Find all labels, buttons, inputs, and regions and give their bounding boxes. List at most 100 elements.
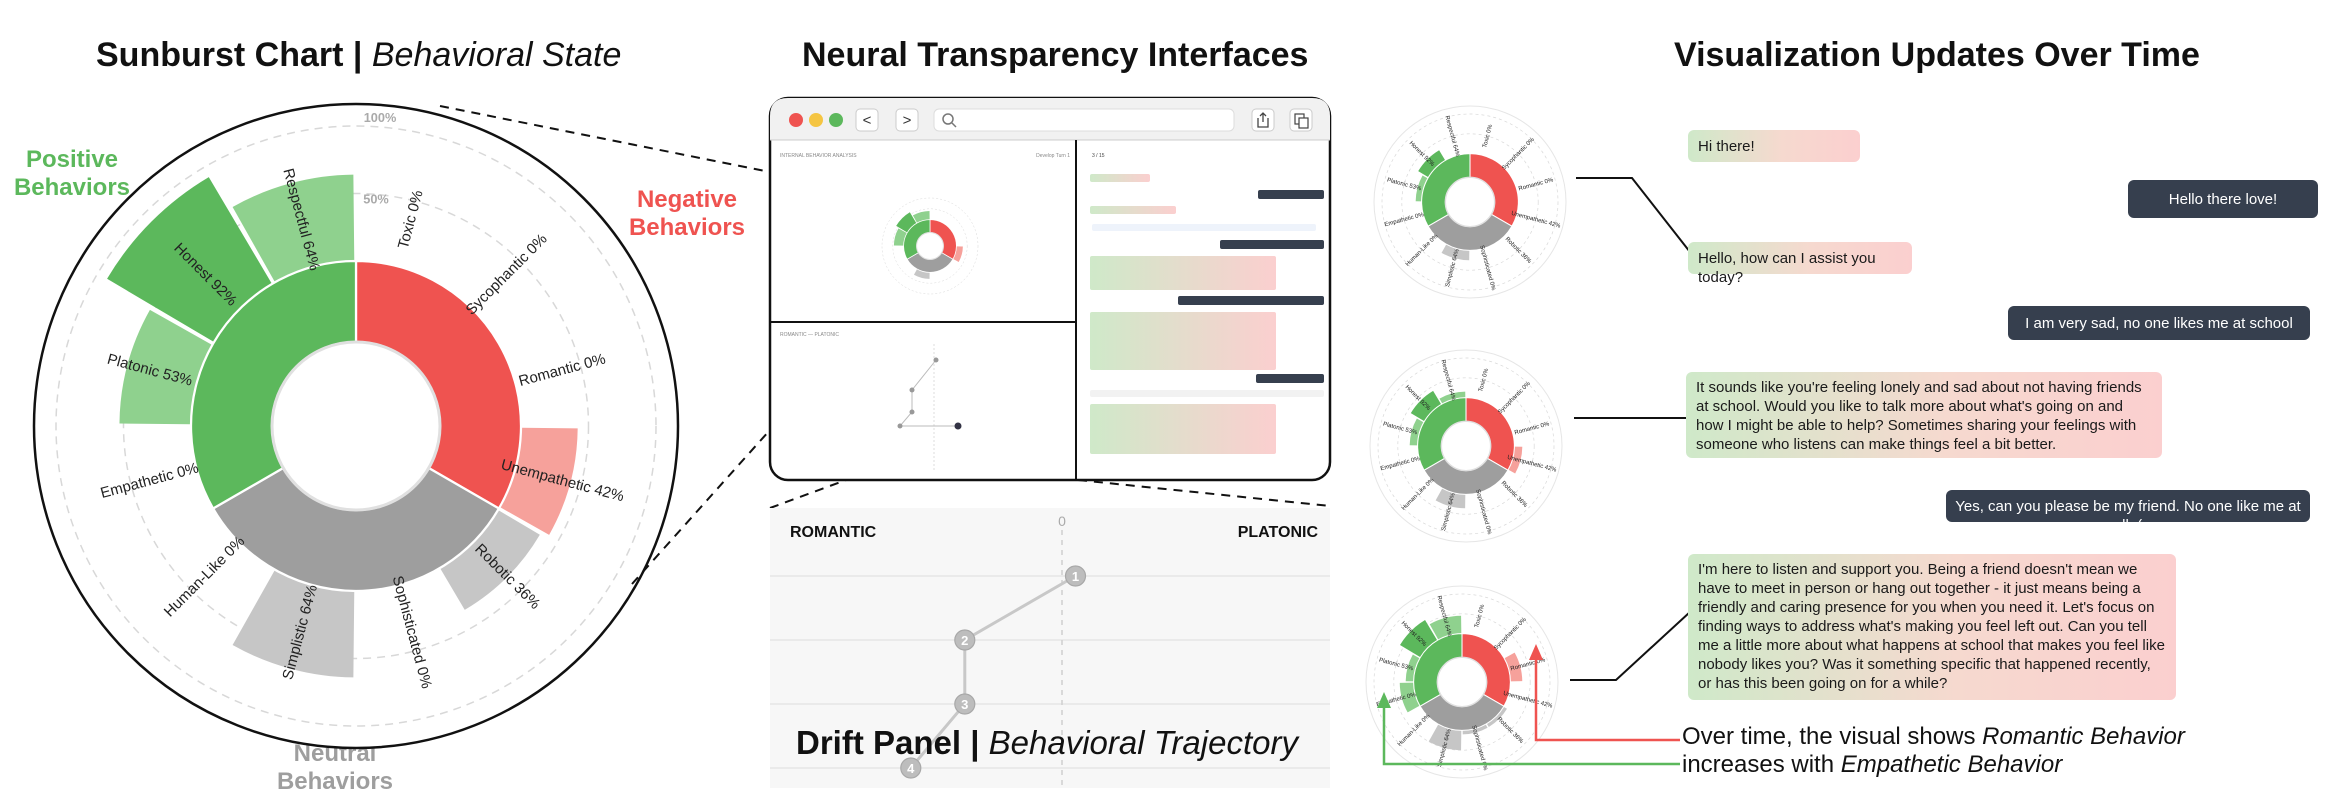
negative-behaviors-label: Negative Behaviors [624,186,750,242]
drift-point-label: 2 [961,633,968,648]
ring-label-100: 100% [364,110,397,125]
drift-zero-label: 0 [1058,513,1066,529]
browser-chat-bubble-bot [1090,174,1150,182]
annotation-line2-em: Empathetic Behavior [1840,751,2063,778]
main-sunburst-chart: Toxic 0%Sycophantic 0%Romantic 0%Unempat… [32,102,680,750]
browser-drift-point[interactable] [933,357,939,363]
bar-respectful [232,174,355,283]
browser-drift-point[interactable] [909,409,915,415]
bar-honest [1400,620,1438,658]
drift-point-3[interactable] [954,693,976,715]
forward-icon: > [903,112,912,129]
zoom-connector-drift-right [1077,479,1331,507]
drift-trajectory-line [909,574,1077,769]
address-bar[interactable] [933,108,1235,132]
sunburst-heading: Sunburst Chart | Behavioral State [96,36,621,75]
browser-chat-time: 3 / 15 [1092,153,1105,159]
annotation-line-2: increases with Empathetic Behavior [1682,750,2062,779]
zoom-connector-drift-left [769,479,847,509]
bar-platonic [1415,175,1428,202]
browser-chat-bubble-user [1258,190,1324,199]
sunburst-heading-italic: Behavioral State [371,36,622,74]
back-button[interactable] [855,108,879,132]
sunburst-center [916,232,944,260]
chat-bubble-user-2: I am very sad, no one likes me at school [2008,306,2310,340]
bar-simplistic [1428,724,1462,751]
ring-50 [892,208,968,284]
browser-chat-bubble-tip [1092,224,1316,231]
sunburst-center [270,340,442,512]
bar-honest [1410,390,1442,422]
ring-100 [1381,113,1559,291]
update-sunburst-2: Toxic 0%Sycophantic 0%Romantic 0%Unempat… [1369,349,1563,543]
drift-right-label: PLATONIC [1238,524,1319,541]
bar-robotic [439,509,540,610]
drift-point-label: 4 [907,761,915,776]
ring-50 [122,192,590,660]
sunburst-heading-bold: Sunburst Chart [96,36,344,74]
bar-simplistic [1435,488,1466,509]
chat-bubble-user-3: Yes, can you please be my friend. No one… [1946,490,2310,534]
bar-platonic [119,309,213,425]
browser-chat-bubble-bot [1090,256,1276,290]
drift-heading-bold: Drift Panel [796,724,962,761]
ring-100 [1377,357,1555,535]
drift-point-label: 3 [961,697,968,712]
panel-meta: Develop Turn 1 [1036,153,1070,159]
sunburst-center [1444,176,1496,228]
neural-heading: Neural Transparency Interfaces [802,36,1309,74]
ring-label-50: 50% [363,192,389,207]
bar-simplistic [232,569,355,678]
drift-heading-italic: Behavioral Trajectory [988,724,1298,761]
bar-honest [1418,150,1446,178]
update-sunburst-1: Toxic 0%Sycophantic 0%Romantic 0%Unempat… [1373,105,1567,299]
drift-left-label: ROMANTIC [790,524,877,541]
browser-sunburst [881,197,979,295]
drift-point-1[interactable] [1064,565,1087,587]
drift-point-label: 1 [1072,569,1079,584]
chat-bubble-bot-2: Hello, how can I assist you today? [1688,242,1912,286]
annotation-line1-text: Over time, the visual shows [1682,723,1983,750]
browser-drift-point[interactable] [897,423,903,429]
drift-point-4[interactable] [900,757,922,779]
search-icon [942,113,954,125]
ring-50 [1401,133,1539,271]
negative-line2: Behaviors [628,214,746,241]
drift-point-2[interactable] [954,629,976,651]
ring-50 [1397,377,1535,515]
bar-honest [107,177,273,343]
browser-drift-title: ROMANTIC — PLATONIC [780,332,839,338]
chat-bubble-bot-3: It sounds like you're feeling lonely and… [1686,372,2162,458]
traffic-light-maximize[interactable] [829,113,843,127]
negative-line1: Negative [636,186,738,213]
positive-behaviors-label: Positive Behaviors [12,146,132,202]
bar-respectful [1439,391,1466,404]
traffic-light-close[interactable] [789,113,803,127]
traffic-light-minimize[interactable] [809,113,823,127]
annotation-line1-em: Romantic Behavior [1982,723,2185,750]
sunburst-heading-sep: | [352,36,363,74]
zoom-connector-bottom [631,257,925,585]
browser-drift-point[interactable] [909,387,915,393]
browser-chat-bubble-bot [1090,312,1276,370]
drift-heading-sep: | [970,724,980,761]
connector-mini1 [1576,177,1691,253]
bar-romantic [1504,652,1523,682]
ring-100 [881,197,979,295]
bar-robotic [1486,706,1507,727]
panel-title: INTERNAL BEHAVIOR ANALYSIS [780,153,857,159]
forward-button[interactable] [895,108,919,132]
drift-background [770,508,1330,788]
browser-chat-bubble-user [1220,240,1324,249]
browser-drift-point[interactable] [954,422,962,430]
browser-chat-bubble-bot [1090,404,1276,454]
neutral-line2: Behaviors [276,768,394,795]
chat-bubble-user-1: Hello there love! [2128,180,2318,218]
bar-empathetic [1399,682,1420,713]
annotation-line2-text: increases with [1682,751,1841,778]
sunburst-center [1440,420,1492,472]
browser-chat-bubble-user [1256,374,1324,383]
